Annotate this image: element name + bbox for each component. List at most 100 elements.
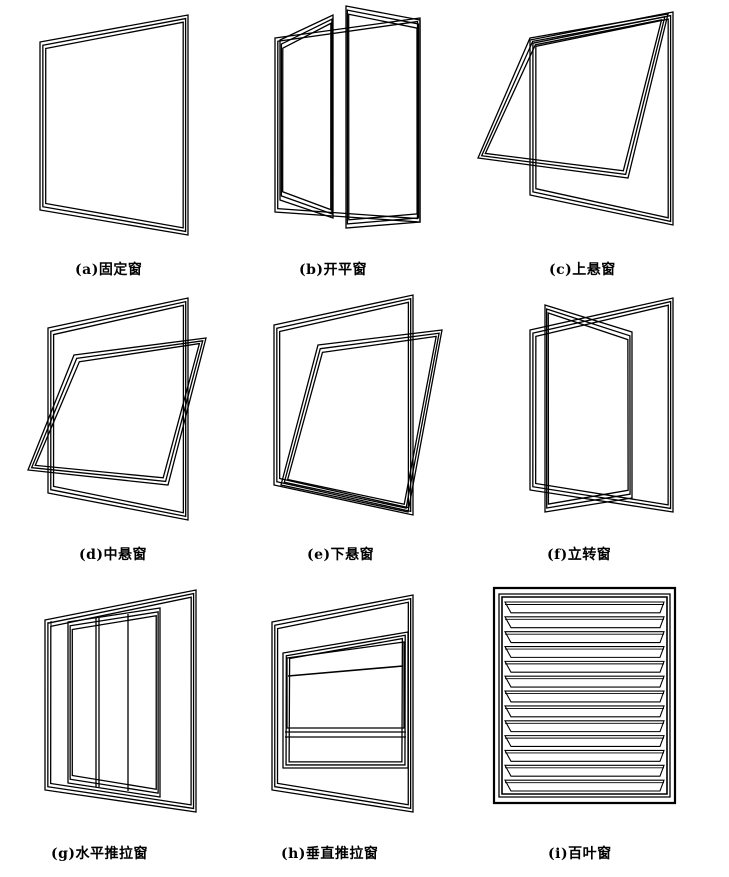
- bottom-hung-frame-outline-3: [279, 301, 410, 509]
- bottom-hung-frame-outline-2: [276, 297, 412, 513]
- panel-bottom-hung-window: [273, 294, 443, 516]
- horizontal-sliding-inner-frame-outline-1: [67, 607, 161, 798]
- caption-vertical-pivot-window: (f)立转窗: [547, 547, 612, 563]
- louver-slat: [504, 705, 665, 718]
- center-pivot-sash: [27, 337, 207, 486]
- vertical-pivot-sash-outline-3: [547, 312, 629, 505]
- horizontal-sliding-frame-outline-3: [50, 596, 192, 806]
- panel-vertical-sliding-window: [271, 594, 414, 813]
- bottom-hung-frame-outline-1: [273, 294, 414, 516]
- louver-slat: [504, 764, 665, 777]
- casement-left-sash-outline-1: [279, 13, 334, 219]
- horizontal-sliding-frame: [44, 589, 197, 813]
- louver-slat: [504, 631, 665, 644]
- horizontal-sliding-inner-frame-outline-2: [69, 611, 159, 794]
- center-pivot-frame-outline-1: [47, 297, 189, 521]
- louver-slat-body: [504, 675, 665, 688]
- casement-right-sash-outline-3: [348, 13, 418, 221]
- louver-slat: [504, 645, 665, 658]
- fixed-window-frame: [39, 14, 189, 236]
- top-hung-sash: [477, 13, 669, 179]
- bottom-hung-sash-outline-2: [283, 332, 440, 509]
- top-hung-sash-outline-1: [477, 13, 669, 179]
- fixed-window-frame-outline-2: [42, 17, 187, 233]
- louver-slat: [504, 601, 665, 614]
- louver-slat-body: [504, 601, 665, 614]
- panel-horizontal-sliding-window: [44, 589, 197, 813]
- caption-center-pivot-window: (d)中悬窗: [79, 547, 148, 563]
- casement-left-sash-outline-3: [282, 22, 332, 211]
- louver-slat-body: [504, 616, 665, 629]
- fixed-window-frame-outline-1: [39, 14, 189, 236]
- caption-casement-window: (b)开平窗: [299, 262, 368, 278]
- caption-top-hung-window: (c)上悬窗: [549, 262, 616, 278]
- vertical-pivot-sash-outline-2: [545, 308, 631, 509]
- vertical-pivot-sash-outline-1: [544, 304, 633, 513]
- louver-slat-body: [504, 705, 665, 718]
- louver-frame-outline-2: [498, 593, 671, 798]
- caption-bottom-hung-window: (e)下悬窗: [307, 547, 375, 563]
- horizontal-sliding-inner-frame-outline-3: [71, 615, 157, 790]
- top-hung-frame-outline-1: [529, 11, 674, 226]
- panel-vertical-pivot-window: [529, 297, 674, 513]
- vertical-pivot-frame: [529, 297, 674, 513]
- center-pivot-frame: [47, 297, 189, 521]
- louver-slat-body: [504, 660, 665, 673]
- louver-slat: [504, 690, 665, 703]
- casement-right-sash: [345, 5, 421, 229]
- louver-slat-body: [504, 720, 665, 733]
- casement-right-sash-outline-2: [346, 9, 420, 225]
- vertical-sliding-inner-frame-outline-2: [285, 634, 406, 766]
- louver-slat: [504, 675, 665, 688]
- bottom-hung-sash-outline-1: [280, 329, 443, 513]
- bottom-hung-frame: [273, 294, 414, 516]
- casement-left-sash: [279, 13, 334, 219]
- panel-top-hung-window: [477, 11, 674, 226]
- louver-slat: [504, 720, 665, 733]
- horizontal-sliding-frame-outline-1: [44, 589, 197, 813]
- center-pivot-sash-outline-2: [30, 340, 204, 483]
- vertical-sliding-upper-sash: [286, 641, 405, 729]
- vertical-sliding-frame-outline-2: [274, 597, 412, 810]
- vertical-sliding-inner-frame-outline-3: [288, 637, 404, 763]
- top-hung-frame: [529, 11, 674, 226]
- casement-right-sash-outline-1: [345, 5, 421, 229]
- panel-casement-window: [274, 5, 421, 229]
- vertical-pivot-frame-outline-1: [529, 297, 674, 513]
- louver-slat-body: [504, 735, 665, 748]
- vertical-sliding-inner-frame-outline-1: [282, 631, 409, 769]
- horizontal-sliding-frame-outline-2: [47, 592, 195, 810]
- bottom-hung-sash-outline-3: [286, 335, 438, 506]
- caption-horizontal-sliding-window: (g)水平推拉窗: [51, 846, 149, 862]
- vertical-sliding-frame-outline-3: [276, 601, 409, 806]
- center-pivot-sash-outline-3: [34, 342, 201, 479]
- louver-frame-outline-3: [501, 596, 668, 795]
- center-pivot-frame-outline-2: [50, 300, 187, 518]
- louver-slat-body: [504, 690, 665, 703]
- center-pivot-sash-outline-1: [27, 337, 207, 486]
- louver-outer-frame: [492, 586, 677, 805]
- vertical-sliding-frame-outline-1: [271, 594, 414, 813]
- vertical-pivot-sash: [544, 304, 633, 513]
- top-hung-sash-outline-3: [484, 18, 663, 172]
- vertical-sliding-upper-rail: [287, 665, 404, 677]
- louver-slat: [504, 749, 665, 762]
- louver-slat-body: [504, 645, 665, 658]
- louver-slat: [504, 616, 665, 629]
- panel-fixed-window: [39, 14, 189, 236]
- caption-louver-window: (i)百叶窗: [548, 846, 612, 862]
- louver-slat-body: [504, 631, 665, 644]
- panel-louver-window: [492, 586, 677, 805]
- louver-slat: [504, 779, 665, 792]
- louver-slat-body: [504, 779, 665, 792]
- vertical-pivot-frame-outline-2: [532, 300, 672, 510]
- louver-slat-body: [504, 749, 665, 762]
- vertical-sliding-frame: [271, 594, 414, 813]
- caption-fixed-window: (a)固定窗: [75, 262, 143, 278]
- panel-center-pivot-window: [27, 297, 207, 521]
- louver-slat: [504, 660, 665, 673]
- top-hung-frame-outline-2: [532, 14, 672, 223]
- top-hung-sash-outline-2: [480, 16, 666, 176]
- vertical-pivot-frame-outline-3: [535, 304, 669, 506]
